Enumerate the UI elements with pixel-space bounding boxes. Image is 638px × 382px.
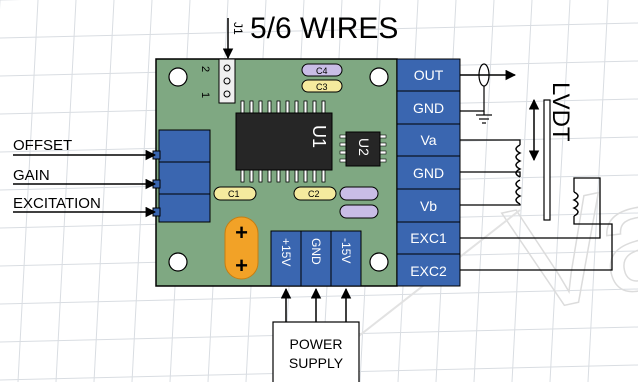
jumper-label: J1 xyxy=(231,22,245,35)
grid-line xyxy=(55,0,77,382)
resistor-1 xyxy=(339,186,379,201)
chip-pin xyxy=(285,100,290,114)
chip-pin xyxy=(294,169,299,183)
trimmer-excitation xyxy=(158,193,211,223)
power-pin-minus15v: -15V xyxy=(339,238,353,263)
jumper-pin xyxy=(223,64,231,72)
chip-pin xyxy=(285,169,290,183)
title: 5/6 WIRES xyxy=(250,12,398,45)
lvdt-primary-coil xyxy=(572,191,579,217)
chip-pin xyxy=(303,100,308,114)
mount-hole-top-right xyxy=(369,67,389,87)
lvdt-core xyxy=(543,99,551,221)
chip-pin xyxy=(267,169,272,183)
terminal-out: OUT xyxy=(414,67,444,83)
capacitor-c1 xyxy=(213,186,257,201)
chip-u2 xyxy=(345,131,381,167)
chip-pin xyxy=(339,150,347,155)
mount-hole-bottom-right xyxy=(369,252,389,272)
capacitor-c2-label: C2 xyxy=(308,189,320,199)
chip-pin xyxy=(312,100,317,114)
electrolytic-capacitor xyxy=(224,216,259,280)
jumper-pin-1-label: 1 xyxy=(199,92,211,98)
grid-line xyxy=(131,0,153,382)
capacitor-c3 xyxy=(301,79,343,93)
jumper-pin xyxy=(223,77,231,85)
chip-pin xyxy=(249,100,254,114)
chip-pin xyxy=(276,169,281,183)
chip-pin xyxy=(294,100,299,114)
chip-pin xyxy=(379,142,387,147)
power-supply-box xyxy=(272,321,360,382)
input-label-offset: OFFSET xyxy=(13,137,72,154)
chip-pin xyxy=(379,150,387,155)
input-label-gain: GAIN xyxy=(13,167,50,184)
capacitor-c3-label: C3 xyxy=(316,82,328,92)
jumper-header xyxy=(218,58,236,104)
ground-symbol xyxy=(476,111,492,124)
polarity-plus-bottom: + xyxy=(235,253,248,278)
trimmer-gain xyxy=(158,161,211,195)
chip-pin xyxy=(258,169,263,183)
capacitor-c2 xyxy=(293,186,337,201)
chip-pin xyxy=(339,134,347,139)
terminal-gnd-1: GND xyxy=(413,100,444,116)
input-label-excitation: EXCITATION xyxy=(13,195,101,212)
grid-line xyxy=(17,0,39,382)
chip-pin xyxy=(321,169,326,183)
chip-pin xyxy=(258,100,263,114)
chip-pin xyxy=(312,169,317,183)
chip-pin xyxy=(303,169,308,183)
terminal-separators xyxy=(397,90,460,255)
lvdt-secondary-coil-a xyxy=(515,144,522,178)
chip-u2-label: U2 xyxy=(356,138,372,156)
chip-u1 xyxy=(235,112,333,171)
lvdt-secondary-coil-b xyxy=(515,179,522,205)
chip-pin xyxy=(276,100,281,114)
chip-pin xyxy=(249,169,254,183)
resistor-2 xyxy=(339,204,379,219)
capacitor-c4 xyxy=(301,63,343,77)
trimmer-offset xyxy=(158,129,211,163)
chip-pin xyxy=(321,100,326,114)
shield-ground-wire xyxy=(460,86,485,112)
terminal-gnd-2: GND xyxy=(413,165,444,181)
polarity-plus-top: + xyxy=(235,220,248,245)
terminal-exc1: EXC1 xyxy=(410,230,447,246)
chip-u1-pins-bottom xyxy=(240,169,326,183)
power-pin-gnd: GND xyxy=(309,238,323,265)
grid-line xyxy=(473,0,495,382)
terminal-vb: Vb xyxy=(420,198,437,214)
power-pin-plus15v: +15V xyxy=(279,238,293,266)
chip-pin xyxy=(240,169,245,183)
terminal-va: Va xyxy=(420,132,436,148)
lvdt-wiring xyxy=(460,139,613,271)
capacitor-c1-label: C1 xyxy=(228,189,240,199)
chip-pin xyxy=(339,142,347,147)
terminal-exc2: EXC2 xyxy=(410,263,447,279)
chip-pin xyxy=(240,100,245,114)
chip-u1-label: U1 xyxy=(309,125,329,148)
power-supply-line1: POWER xyxy=(290,336,343,352)
chip-pin xyxy=(379,158,387,163)
jumper-pin-2-label: 2 xyxy=(199,66,211,72)
grid-line xyxy=(93,0,115,382)
chip-pin xyxy=(379,134,387,139)
jumper-pin xyxy=(223,90,231,98)
chip-u2-pins xyxy=(339,134,387,163)
terminal-block xyxy=(396,58,461,287)
mount-hole-top-left xyxy=(168,67,188,87)
power-supply-line2: SUPPLY xyxy=(289,355,344,371)
capacitor-c4-label: C4 xyxy=(316,66,328,76)
mount-hole-bottom-left xyxy=(168,252,188,272)
grid-line xyxy=(0,22,638,39)
chip-pin xyxy=(339,158,347,163)
grid-line xyxy=(587,0,609,382)
power-connector xyxy=(270,230,362,287)
grid-line xyxy=(549,0,571,382)
lvdt-label: LVDT xyxy=(547,82,574,142)
chip-pin xyxy=(267,100,272,114)
